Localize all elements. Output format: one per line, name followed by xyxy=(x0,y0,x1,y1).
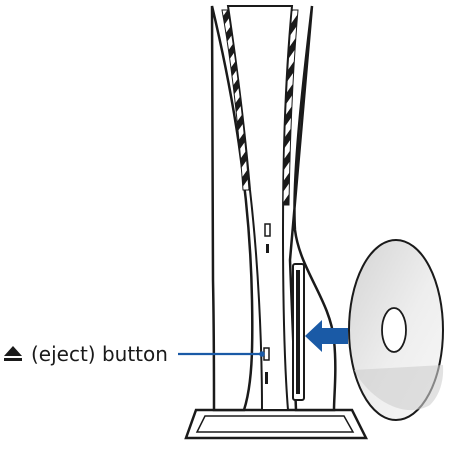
disc xyxy=(348,239,444,421)
eject-icon xyxy=(4,346,22,361)
callout-leader-dot xyxy=(259,351,265,357)
console-core xyxy=(221,5,299,411)
front-ports xyxy=(264,223,271,253)
eject-button-callout: (eject) button xyxy=(2,339,168,369)
console-stand xyxy=(184,408,369,440)
disc-slot xyxy=(292,263,305,401)
eject-button-label: (eject) button xyxy=(31,342,168,366)
arrow-left-icon xyxy=(305,320,348,352)
